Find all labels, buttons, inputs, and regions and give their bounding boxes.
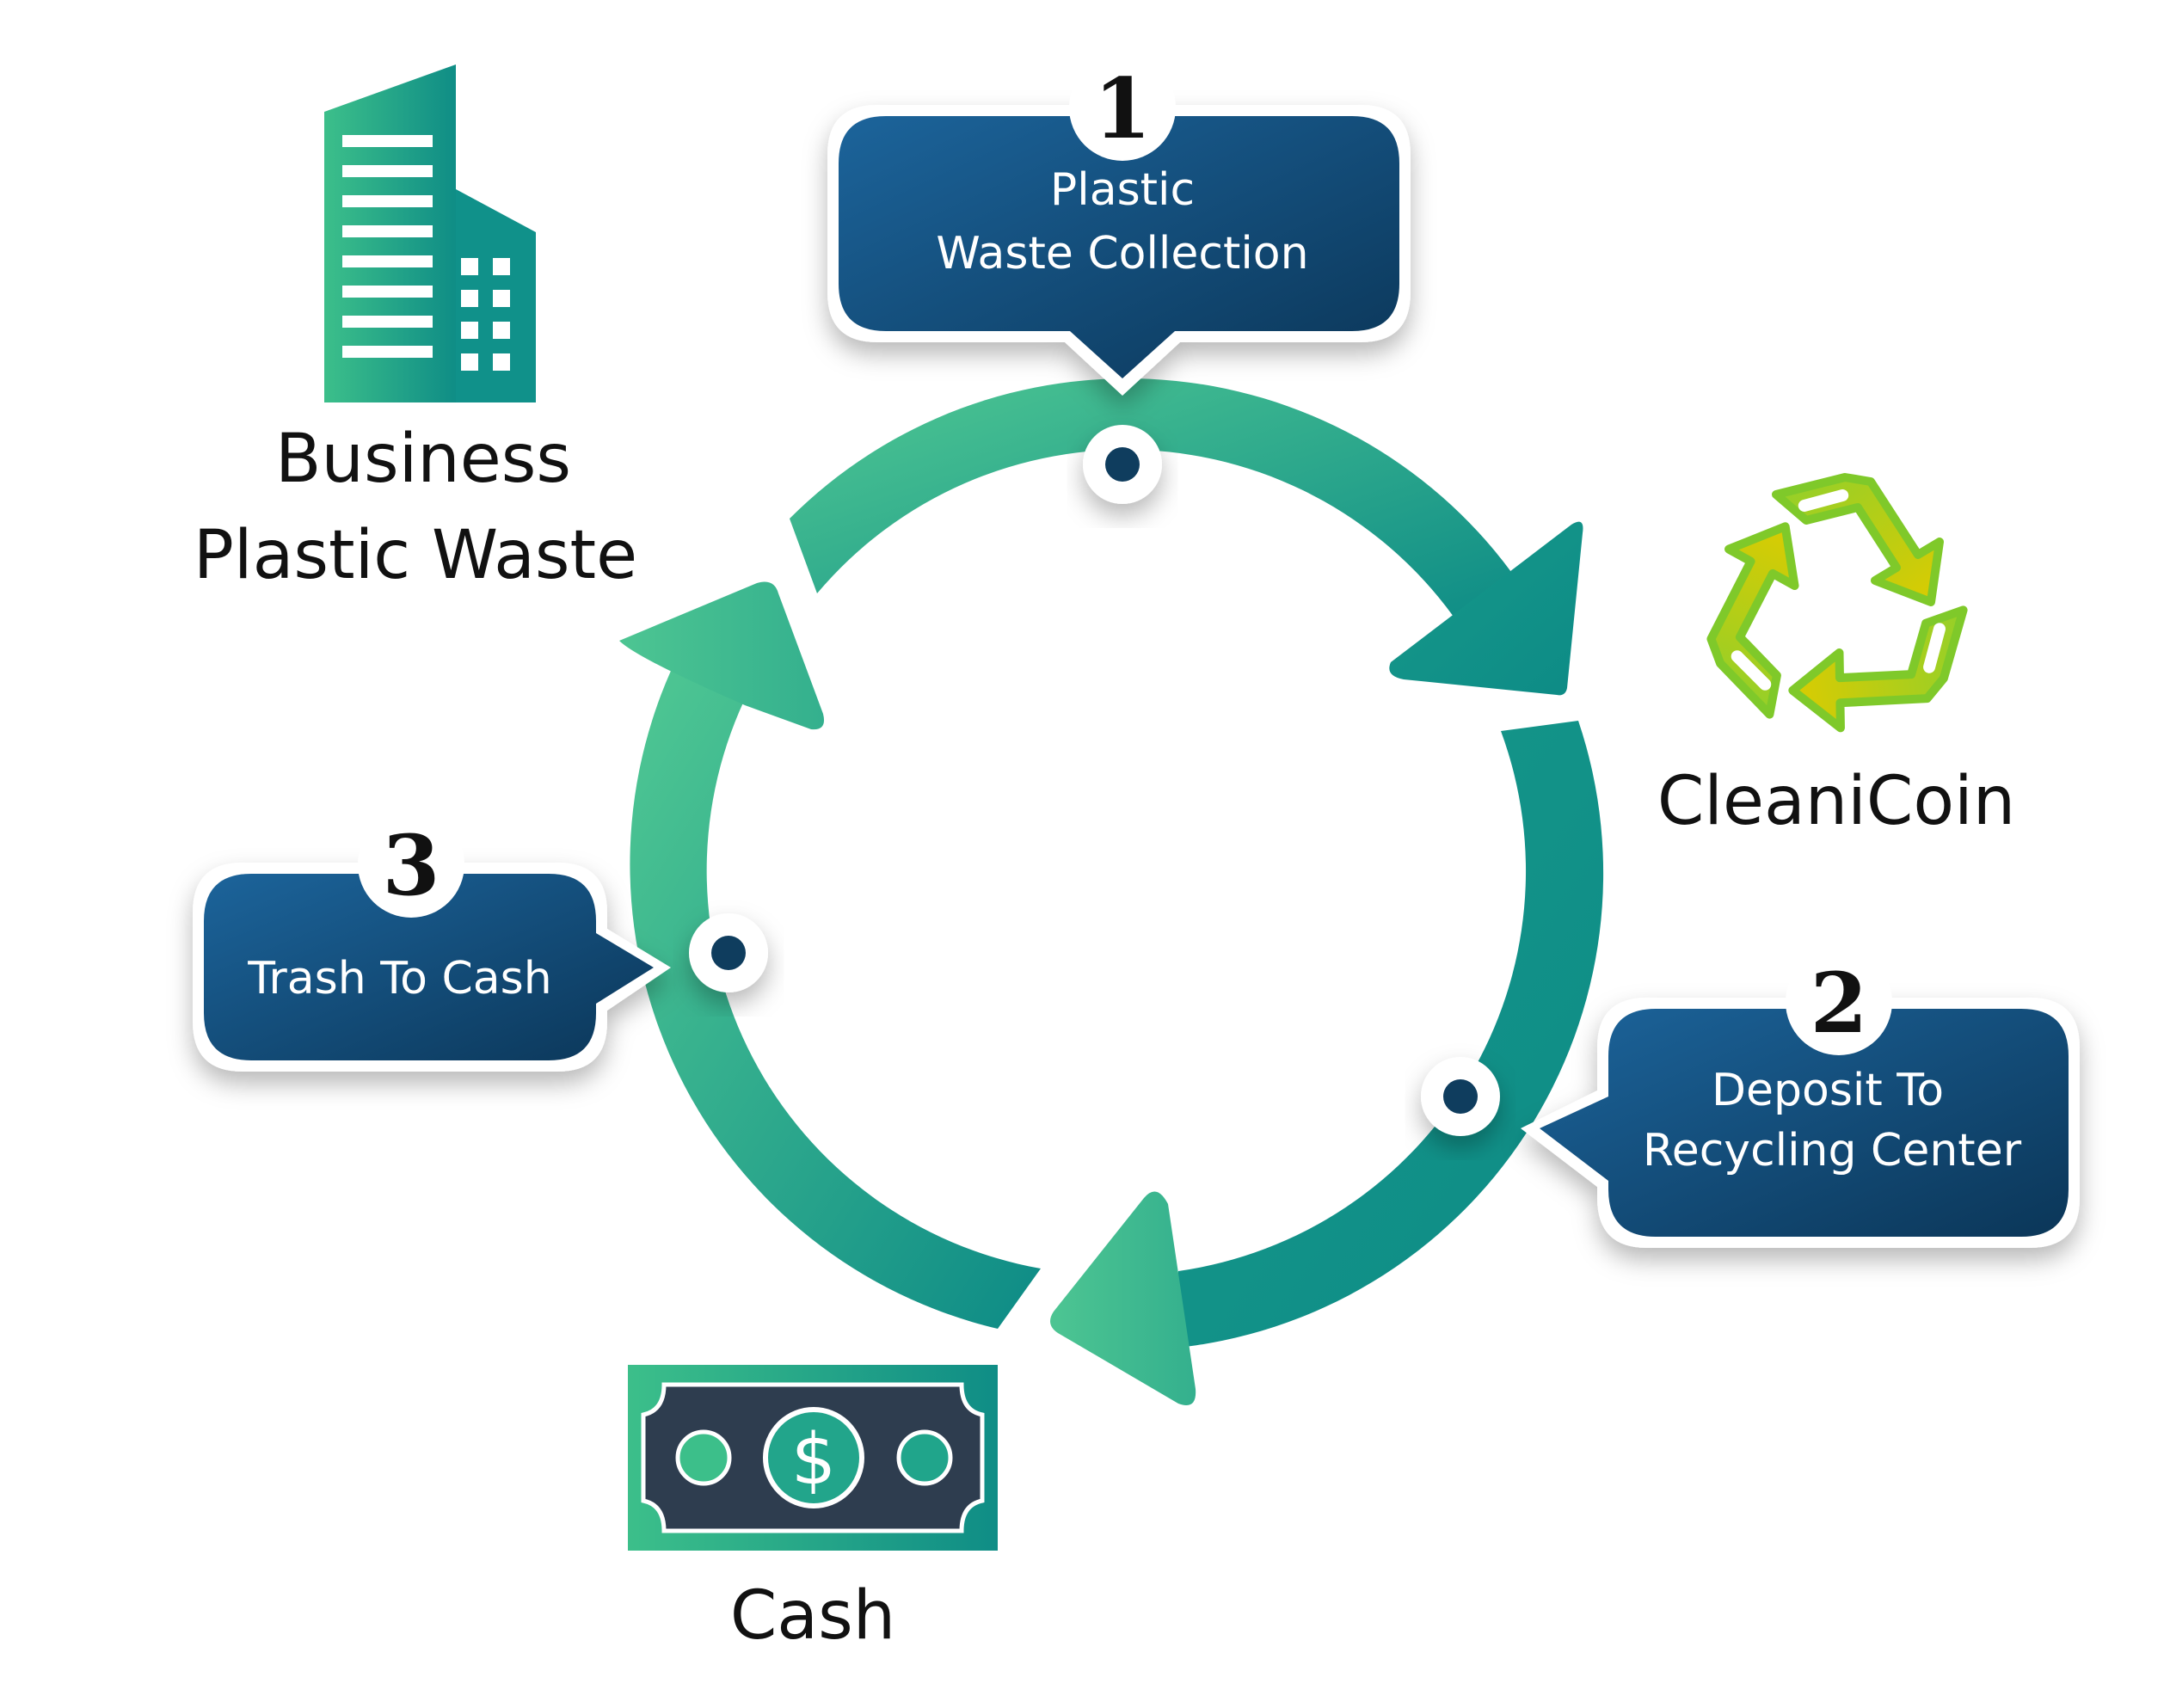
banknote-icon: $ [628, 1365, 998, 1551]
step-2-number-badge [1786, 949, 1892, 1055]
cycle-arc-top [790, 378, 1511, 625]
cycle-arc-left [630, 671, 1041, 1329]
step-1-callout: 1 Plastic Waste Collection [827, 54, 1411, 504]
step-1-bubble [839, 116, 1399, 378]
step-3-callout: 3 Trash To Cash [193, 811, 768, 1072]
step-1-number: 1 [1094, 60, 1152, 157]
step-3-number: 3 [383, 817, 440, 914]
step-3-number-badge [358, 811, 464, 918]
step-2-callout: 2 Deposit To Recycling Center [1421, 949, 2080, 1248]
step-1-number-badge [1069, 54, 1176, 161]
step-2-bubble [1540, 1009, 2069, 1237]
building-icon [324, 65, 536, 402]
step-1-node-dot [1105, 447, 1140, 482]
recycle-icon [1673, 473, 1978, 760]
cash-label: Cash [730, 1577, 895, 1655]
business-label-line2: Plastic Waste [194, 517, 637, 594]
step-2-number: 2 [1811, 955, 1868, 1052]
cleanicoin-label: CleaniCoin [1657, 763, 2015, 840]
business-label-line1: Business [275, 421, 571, 498]
dollar-sign: $ [791, 1419, 836, 1501]
step-3-bubble [204, 874, 654, 1060]
banknote-coin [763, 1407, 864, 1508]
banknote-right-dot [896, 1429, 953, 1486]
arrowhead-to-cash [1050, 1191, 1196, 1405]
arrowhead-to-business [619, 581, 825, 730]
step-3-label: Trash To Cash [247, 953, 551, 1005]
banknote-left-dot [675, 1429, 732, 1486]
step-2-label-line2: Recycling Center [1643, 1125, 2022, 1177]
step-3-node-dot [711, 936, 746, 970]
step-2-node-dot [1443, 1079, 1478, 1114]
step-1-label-line1: Plastic [1050, 164, 1195, 216]
step-2-label-line1: Deposit To [1712, 1065, 1944, 1116]
step-1-label-line2: Waste Collection [936, 228, 1308, 280]
arrowhead-to-step-2 [1389, 521, 1583, 696]
cycle-ring [619, 378, 1604, 1405]
cycle-arc-right [1170, 721, 1604, 1349]
